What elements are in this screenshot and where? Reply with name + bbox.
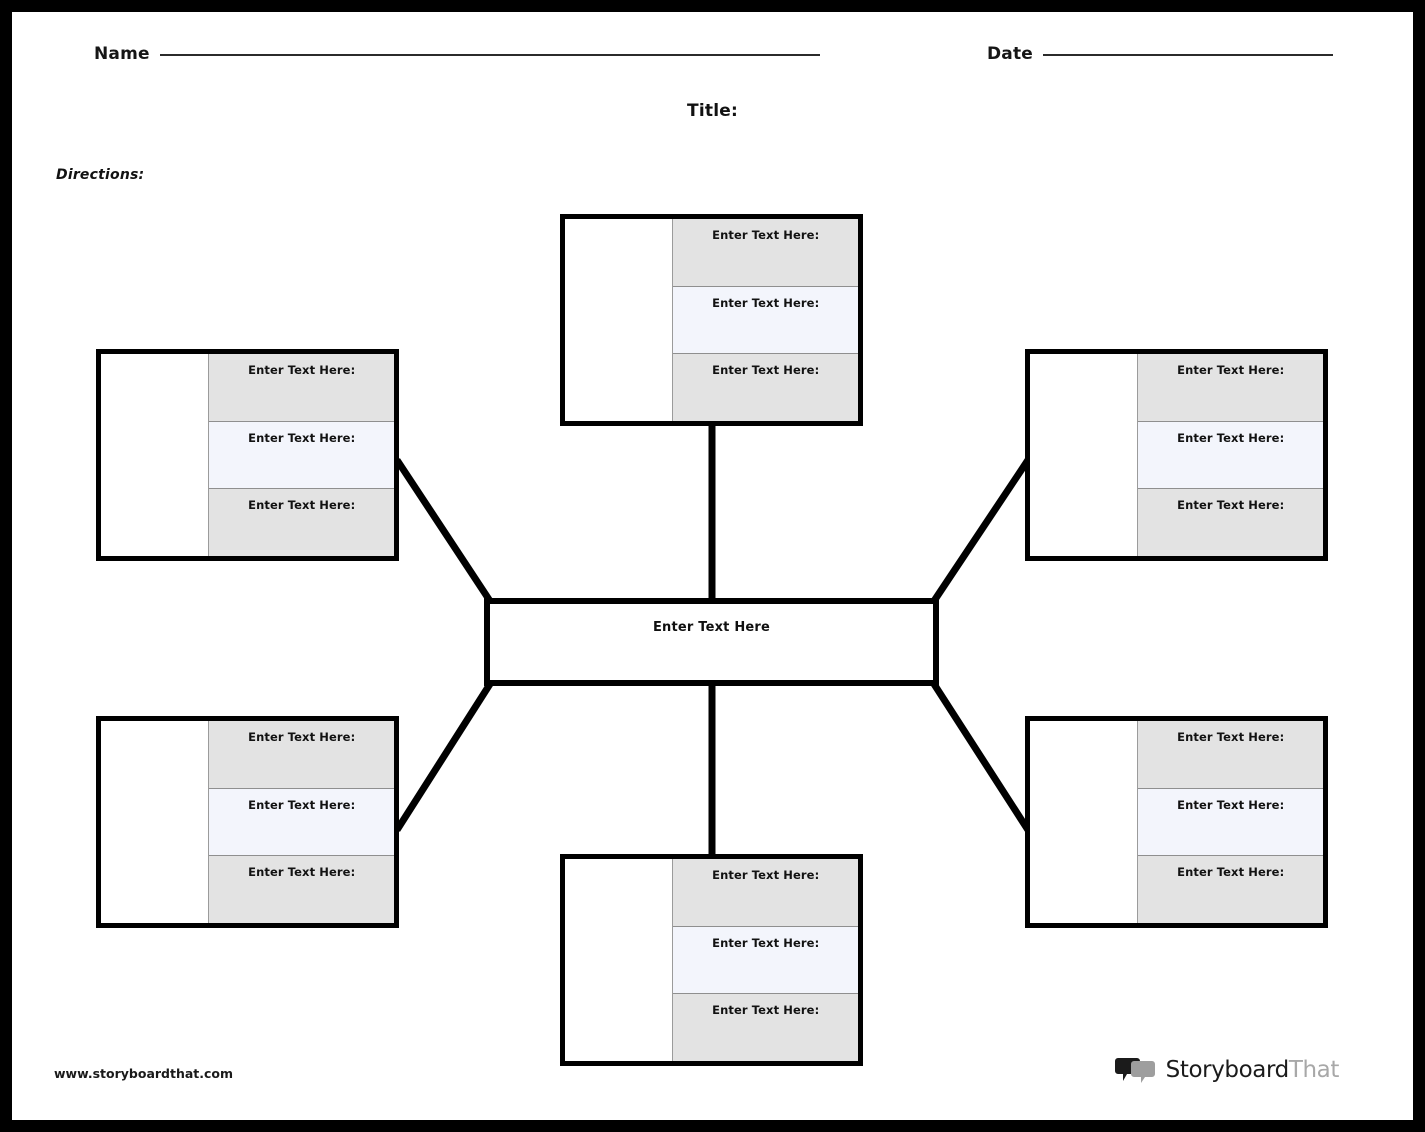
connector-upper-left bbox=[394, 458, 493, 603]
node-cell[interactable]: Enter Text Here: bbox=[209, 489, 394, 557]
node-cell[interactable]: Enter Text Here: bbox=[1138, 489, 1323, 557]
node-cell-stack: Enter Text Here: Enter Text Here: Enter … bbox=[673, 859, 858, 1062]
date-label: Date bbox=[987, 44, 1034, 64]
connector-lower-right bbox=[931, 682, 1031, 832]
node-box-bottom-center[interactable]: Enter Text Here: Enter Text Here: Enter … bbox=[560, 854, 863, 1066]
node-drawing-pane[interactable] bbox=[565, 219, 674, 421]
node-cell-stack: Enter Text Here: Enter Text Here: Enter … bbox=[209, 354, 394, 557]
node-box-top-center[interactable]: Enter Text Here: Enter Text Here: Enter … bbox=[560, 214, 863, 426]
node-cell-stack: Enter Text Here: Enter Text Here: Enter … bbox=[1138, 721, 1323, 924]
brand-wordmark: StoryboardThat bbox=[1165, 1056, 1340, 1083]
node-drawing-pane[interactable] bbox=[1030, 721, 1139, 923]
node-cell[interactable]: Enter Text Here: bbox=[673, 354, 858, 422]
node-cell[interactable]: Enter Text Here: bbox=[1138, 788, 1323, 857]
date-write-line[interactable] bbox=[1043, 54, 1334, 56]
node-cell[interactable]: Enter Text Here: bbox=[673, 859, 858, 927]
node-drawing-pane[interactable] bbox=[565, 859, 674, 1061]
brand-name-secondary: That bbox=[1288, 1056, 1340, 1083]
node-cell[interactable]: Enter Text Here: bbox=[209, 421, 394, 490]
connector-upper-right bbox=[931, 458, 1031, 603]
node-cell[interactable]: Enter Text Here: bbox=[673, 286, 858, 355]
name-write-line[interactable] bbox=[159, 54, 820, 56]
connector-lower-left bbox=[394, 682, 493, 832]
name-field-group: Name bbox=[94, 44, 820, 64]
node-cell[interactable]: Enter Text Here: bbox=[209, 788, 394, 857]
node-cell[interactable]: Enter Text Here: bbox=[209, 721, 394, 789]
node-cell-stack: Enter Text Here: Enter Text Here: Enter … bbox=[1138, 354, 1323, 557]
directions-label: Directions: bbox=[56, 167, 145, 183]
node-drawing-pane[interactable] bbox=[1030, 354, 1139, 556]
node-box-lower-left[interactable]: Enter Text Here: Enter Text Here: Enter … bbox=[96, 716, 399, 928]
node-drawing-pane[interactable] bbox=[101, 354, 210, 556]
node-cell[interactable]: Enter Text Here: bbox=[673, 994, 858, 1062]
speech-bubbles-icon bbox=[1114, 1058, 1155, 1083]
node-box-upper-left[interactable]: Enter Text Here: Enter Text Here: Enter … bbox=[96, 349, 399, 561]
node-cell[interactable]: Enter Text Here: bbox=[1138, 354, 1323, 422]
node-cell[interactable]: Enter Text Here: bbox=[1138, 856, 1323, 924]
node-cell[interactable]: Enter Text Here: bbox=[209, 354, 394, 422]
node-cell[interactable]: Enter Text Here: bbox=[1138, 721, 1323, 789]
date-field-group: Date bbox=[987, 44, 1334, 64]
node-cell-stack: Enter Text Here: Enter Text Here: Enter … bbox=[673, 219, 858, 422]
name-label: Name bbox=[94, 44, 150, 64]
brand-name-primary: Storyboard bbox=[1165, 1056, 1290, 1083]
node-cell-stack: Enter Text Here: Enter Text Here: Enter … bbox=[209, 721, 394, 924]
center-topic-box[interactable]: Enter Text Here bbox=[484, 598, 939, 686]
footer-website-url: www.storyboardthat.com bbox=[54, 1066, 234, 1081]
node-cell[interactable]: Enter Text Here: bbox=[1138, 421, 1323, 490]
worksheet-sheet: Name Date Title: Directions: bbox=[12, 12, 1413, 1120]
node-cell[interactable]: Enter Text Here: bbox=[209, 856, 394, 924]
node-cell[interactable]: Enter Text Here: bbox=[673, 219, 858, 287]
header-row: Name Date bbox=[12, 12, 1413, 92]
title-label: Title: bbox=[687, 101, 738, 121]
node-drawing-pane[interactable] bbox=[101, 721, 210, 923]
brand-logo: StoryboardThat bbox=[1114, 1056, 1340, 1083]
node-box-upper-right[interactable]: Enter Text Here: Enter Text Here: Enter … bbox=[1025, 349, 1328, 561]
node-cell[interactable]: Enter Text Here: bbox=[673, 926, 858, 995]
node-box-lower-right[interactable]: Enter Text Here: Enter Text Here: Enter … bbox=[1025, 716, 1328, 928]
